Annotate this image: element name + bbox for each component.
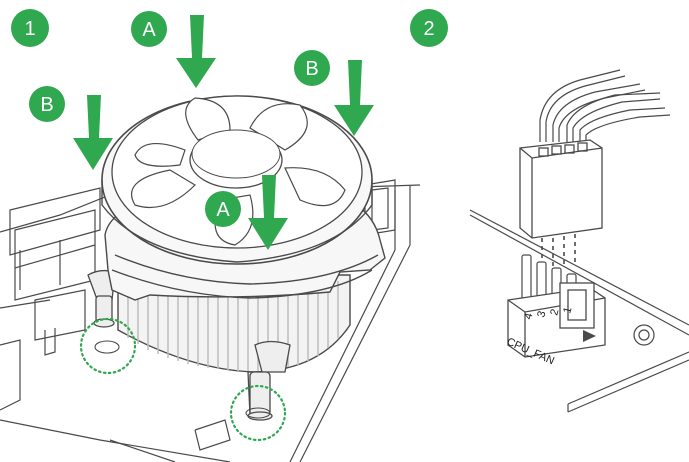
down-arrow-icon	[73, 15, 374, 250]
callout-a-top: A	[131, 11, 167, 47]
callout-b-right: B	[294, 50, 330, 86]
fan-cable-wires	[539, 69, 671, 142]
step-2-panel: 2	[410, 9, 689, 413]
mount-hole-icon	[79, 317, 287, 442]
alignment-guides	[541, 234, 576, 270]
cpu-fan-header	[507, 282, 606, 358]
motherboard-edge	[469, 209, 689, 413]
svg-text:B: B	[305, 58, 318, 80]
step-1-panel: A B B A 1	[0, 9, 421, 462]
fan-cable-plug	[519, 139, 603, 239]
svg-text:2: 2	[423, 18, 434, 40]
svg-text:A: A	[142, 19, 156, 41]
pin-label-4: 4	[522, 312, 535, 321]
mount-hole-outline	[94, 340, 271, 419]
step-badge-1: 1	[11, 9, 49, 47]
pin-label-2: 2	[548, 308, 561, 317]
svg-text:B: B	[40, 94, 53, 116]
pin-label-1: 1	[561, 306, 574, 315]
callout-a-center: A	[205, 191, 241, 227]
svg-text:A: A	[216, 199, 230, 221]
pin-label-3: 3	[535, 310, 548, 319]
pin-number-labels: 4 3 2 1	[522, 306, 574, 321]
callout-b-left: B	[29, 86, 65, 122]
board-mounting-hole	[633, 324, 655, 346]
fan-hub	[189, 129, 283, 189]
svg-text:1: 1	[24, 18, 35, 40]
step-badge-2: 2	[410, 9, 448, 47]
